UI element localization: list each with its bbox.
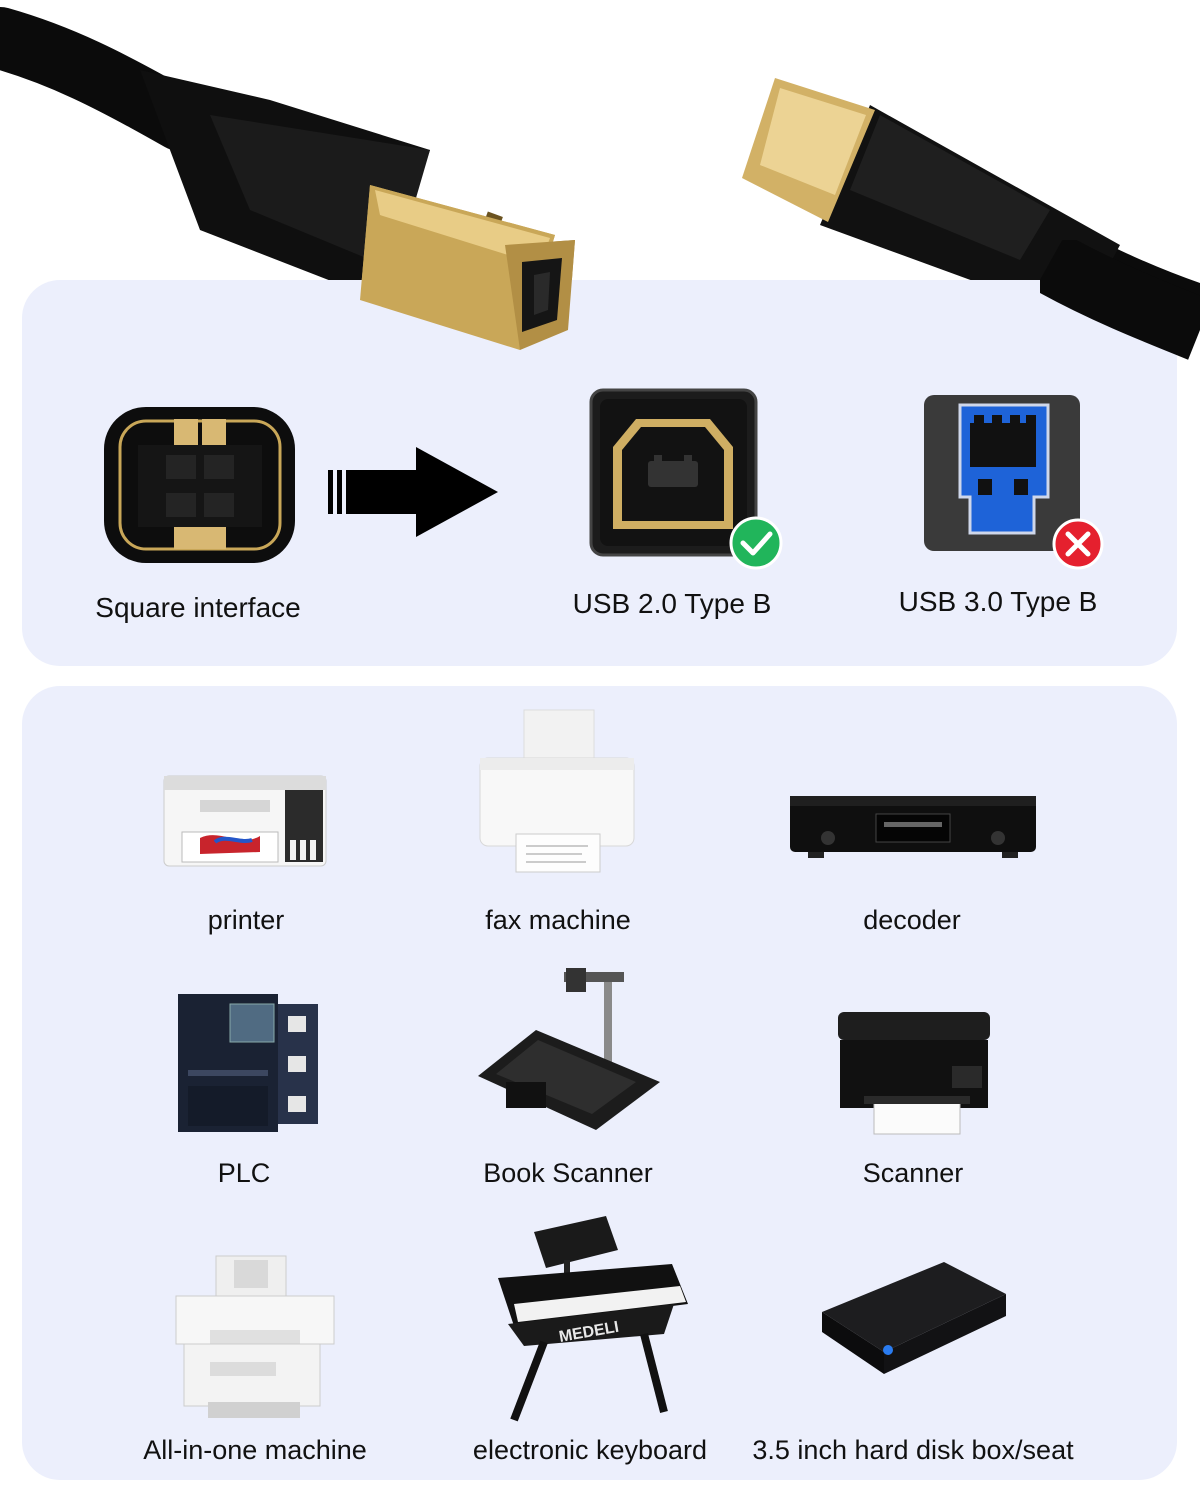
- usb-3-type-b-label: USB 3.0 Type B: [898, 586, 1098, 617]
- square-interface-label: Square interface: [95, 592, 301, 623]
- usb-c-cable-tail: [1040, 240, 1200, 360]
- device-label-book-scanner: Book Scanner: [483, 1158, 653, 1188]
- device-label-printer: printer: [207, 905, 285, 935]
- device-label-electronic-keyboard: electronic keyboard: [472, 1435, 708, 1465]
- book-scanner-icon: [478, 968, 660, 1130]
- all-in-one-machine-icon: [175, 1255, 335, 1418]
- usb-2-type-b-label: USB 2.0 Type B: [572, 588, 772, 619]
- device-label-decoder: decoder: [863, 905, 961, 935]
- scanner-icon: [838, 1012, 990, 1135]
- device-label-fax-machine: fax machine: [485, 905, 631, 935]
- decoder-icon: [790, 796, 1036, 858]
- fax-machine-icon: [479, 709, 635, 873]
- hard-disk-box-icon: [822, 1262, 1006, 1374]
- device-label-hard-disk-box: 3.5 inch hard disk box/seat: [752, 1435, 1074, 1465]
- usb-3-type-b-port-icon: [924, 395, 1104, 570]
- plc-icon: [178, 994, 318, 1132]
- square-interface-icon: [104, 407, 295, 563]
- device-label-all-in-one-machine: All-in-one machine: [143, 1435, 367, 1465]
- printer-icon: [163, 775, 327, 867]
- electronic-keyboard-icon: MEDELI: [498, 1216, 688, 1422]
- usb-b-plug-image: [360, 185, 575, 350]
- device-label-scanner: Scanner: [862, 1158, 964, 1188]
- arrow-right-icon: [328, 447, 498, 537]
- device-label-plc: PLC: [217, 1158, 271, 1188]
- usb-2-type-b-port-icon: [589, 388, 783, 570]
